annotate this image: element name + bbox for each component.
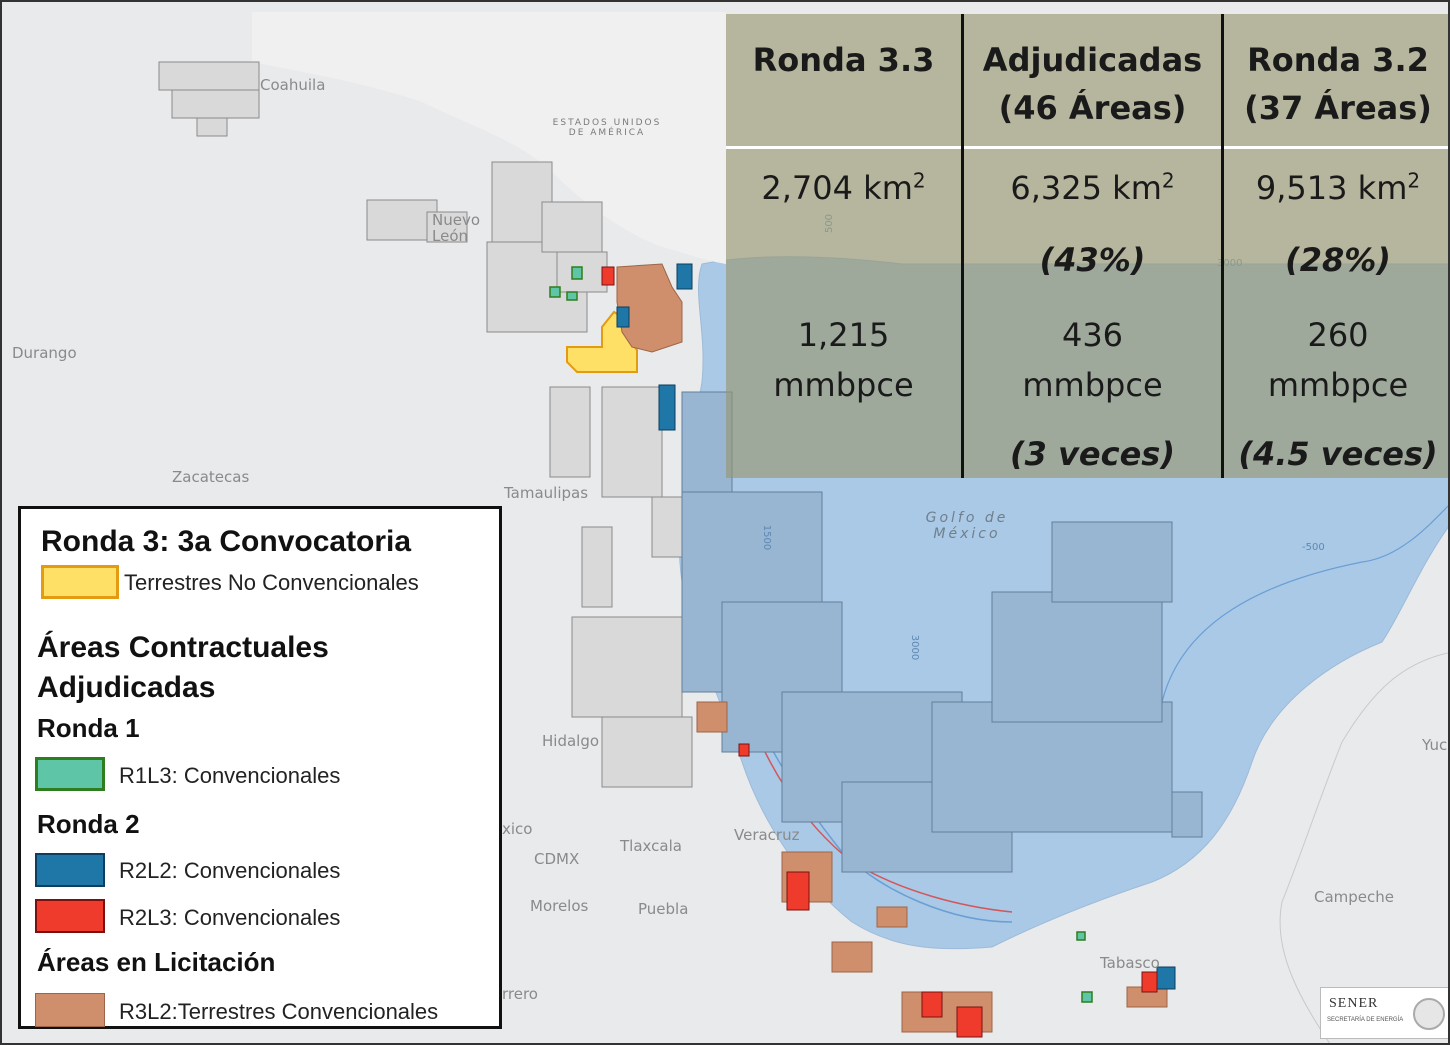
label-cdmx: CDMX	[534, 850, 580, 868]
stats-header-divider	[726, 146, 1448, 149]
stats-header: Adjudicadas(46 Áreas)	[982, 41, 1203, 127]
stats-col-divider-1	[961, 14, 964, 478]
label-yucatan: Yuc	[1422, 736, 1448, 754]
label-zacatecas: Zacatecas	[172, 468, 250, 486]
legend-ronda1: Ronda 1	[37, 713, 140, 743]
legend-item-r1l3: R1L3: Convencionales	[119, 763, 341, 788]
yucatan-land	[1279, 652, 1448, 1043]
depth-contour-500	[1161, 505, 1448, 703]
legend-title-adjudicadas-1: Áreas Contractuales	[37, 631, 329, 664]
legend-item-r2l2: R2L2: Convencionales	[119, 858, 341, 883]
stats-header: Ronda 3.3	[752, 41, 935, 79]
label-durango: Durango	[12, 344, 77, 362]
stats-times: (4.5 veces)	[1238, 435, 1438, 473]
coahuila-blocks	[158, 61, 260, 137]
legend-title-adjudicadas-2: Adjudicadas	[37, 671, 216, 704]
label-tabasco: Tabasco	[1100, 954, 1160, 972]
stats-col-divider-2	[1221, 14, 1224, 478]
label-campeche: Campeche	[1314, 888, 1395, 906]
label-nuevo-leon: Nuevo León	[432, 211, 481, 245]
stats-times: (3 veces)	[1010, 435, 1175, 473]
label-guerrero: rrero	[502, 985, 538, 1003]
swatch-r1l3	[35, 757, 105, 791]
label-usa: ESTADOS UNIDOS DE AMÉRICA	[552, 118, 662, 138]
swatch-r2l2	[35, 853, 105, 887]
seal-icon	[1413, 998, 1445, 1030]
legend-item-r2l3: R2L3: Convencionales	[119, 905, 341, 930]
offshore-blocks	[681, 391, 1203, 873]
burgos-blocks	[486, 161, 693, 788]
nuevo-leon-blocks	[366, 199, 468, 243]
stats-area-pct: (28%)	[1285, 241, 1391, 279]
label-tlaxcala: Tlaxcala	[620, 837, 682, 855]
legend-item-r33: Terrestres No Convencionales	[124, 570, 419, 595]
stats-header: Ronda 3.2(37 Áreas)	[1244, 41, 1432, 127]
label-coahuila: Coahuila	[260, 76, 326, 94]
swatch-r3l2	[35, 993, 105, 1027]
label-mexico-state: xico	[502, 820, 533, 838]
stats-area: 9,513 km2	[1255, 168, 1421, 207]
r2l2-blue-blocks	[616, 263, 1176, 990]
stats-area: 6,325 km2	[1010, 168, 1175, 207]
stats-col-adjudicadas: Adjudicadas(46 Áreas) 6,325 km2 (43%) 43…	[964, 14, 1221, 478]
usa-land	[12, 12, 726, 264]
depth-label-500-east: -500	[1302, 542, 1325, 553]
sener-logo-sub: SECRETARÍA DE ENERGÍA	[1327, 1017, 1404, 1023]
map-legend: Ronda 3: 3a Convocatoria Terrestres No C…	[18, 506, 502, 1029]
swatch-r2l3	[35, 899, 105, 933]
legend-title-ronda3: Ronda 3: 3a Convocatoria	[41, 525, 412, 558]
r2l3-red-blocks	[601, 266, 1158, 1038]
label-tamaulipas: Tamaulipas	[504, 484, 589, 502]
depth-label-3000: 3000	[909, 634, 921, 661]
legend-title-licitacion: Áreas en Licitación	[37, 947, 276, 977]
label-hidalgo: Hidalgo	[542, 732, 600, 750]
stats-area-pct: (43%)	[1039, 241, 1146, 279]
legend-item-r3l2: R3L2:Terrestres Convencionales	[119, 999, 439, 1024]
legend-ronda2: Ronda 2	[37, 809, 140, 839]
label-gulf: Golfo de México	[925, 510, 1009, 542]
swatch-r33	[41, 565, 119, 599]
label-veracruz: Veracruz	[734, 826, 800, 844]
label-puebla: Puebla	[638, 900, 689, 918]
stats-area: 2,704 km2	[761, 168, 926, 207]
depth-label-1500: 1500	[761, 524, 773, 551]
r1l3-green-blocks	[549, 266, 1093, 1003]
sener-logo: SENER SECRETARÍA DE ENERGÍA	[1320, 987, 1448, 1039]
sener-logo-text: SENER	[1329, 996, 1379, 1011]
label-morelos: Morelos	[530, 897, 589, 915]
